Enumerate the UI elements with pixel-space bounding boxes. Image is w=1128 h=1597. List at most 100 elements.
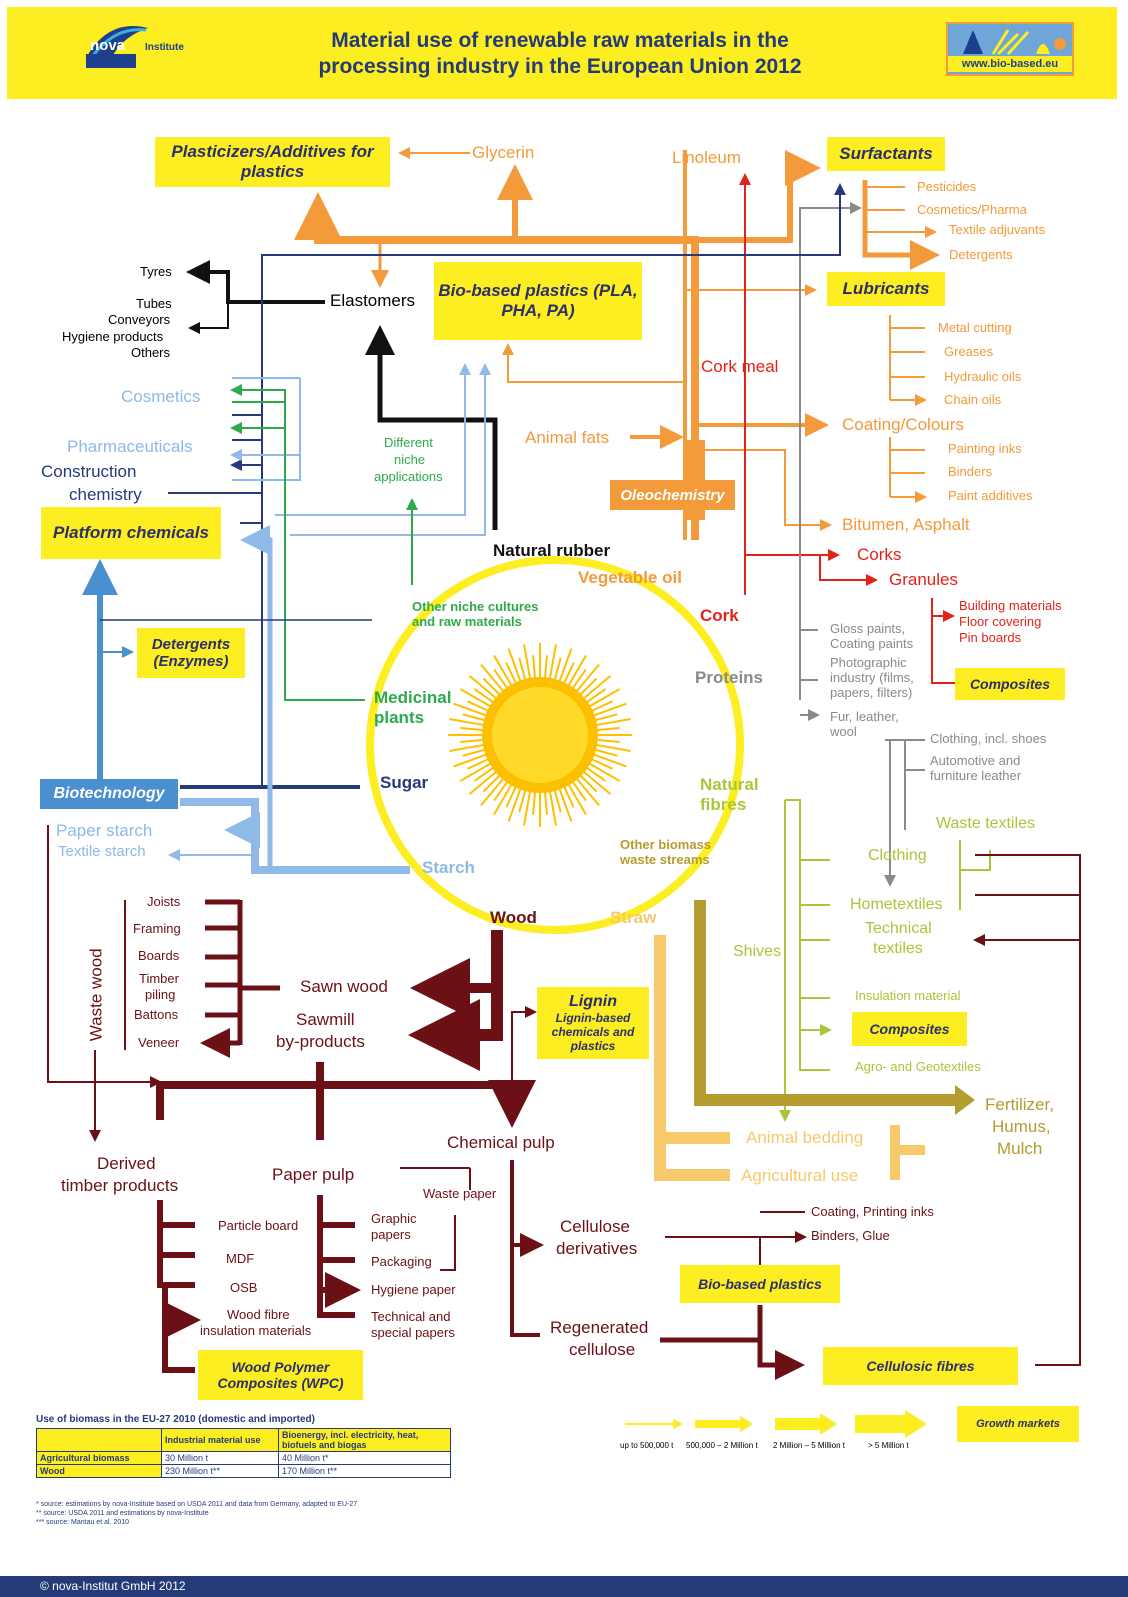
legend-arrows xyxy=(625,1410,927,1438)
box-oleochemistry[interactable]: Oleochemistry xyxy=(610,480,735,510)
label-mulch: Mulch xyxy=(997,1139,1043,1158)
box-composites-fibre[interactable]: Composites xyxy=(852,1012,967,1046)
label-metal-cutting: Metal cutting xyxy=(938,320,1012,335)
cell-agri-energy: 40 Million t* xyxy=(278,1451,451,1465)
box-wpc[interactable]: Wood Polymer Composites (WPC) xyxy=(198,1350,363,1400)
label-cosmetics: Cosmetics xyxy=(121,387,201,406)
label-wood-fibre: Wood fibre xyxy=(227,1307,290,1322)
label-battons: Battons xyxy=(134,1007,179,1022)
biobased-url[interactable]: www.bio-based.eu xyxy=(948,56,1072,72)
box-plasticizers[interactable]: Plasticizers/Additives for plastics xyxy=(155,137,390,187)
label-textile-starch: Textile starch xyxy=(58,843,146,860)
label-framing: Framing xyxy=(133,921,181,936)
title-line-2: processing industry in the European Unio… xyxy=(318,55,802,79)
label-clothing: Clothing xyxy=(868,847,927,864)
sun-ray xyxy=(505,662,518,686)
table-title: Use of biomass in the EU-27 2010 (domest… xyxy=(36,1414,315,1425)
label-paint-additives: Paint additives xyxy=(948,488,1033,503)
sun-ray xyxy=(507,648,523,684)
box-composites-cork[interactable]: Composites xyxy=(955,668,1065,700)
lignin-subtitle: Lignin-based chemicals and plastics xyxy=(551,1011,635,1053)
sun-ray xyxy=(493,654,514,688)
sun-ray xyxy=(593,718,631,727)
label-pharmaceuticals: Pharmaceuticals xyxy=(67,437,193,456)
center-medicinal-plants: Medicinal plants xyxy=(374,688,452,727)
label-timber: Timber xyxy=(139,971,179,986)
label-tyres: Tyres xyxy=(140,264,172,279)
label-paper-starch: Paper starch xyxy=(56,821,153,840)
label-textiles: textiles xyxy=(873,940,923,957)
box-platform-chemicals[interactable]: Platform chemicals xyxy=(41,507,221,559)
label-particle-board: Particle board xyxy=(218,1218,299,1233)
sun-ray xyxy=(453,702,489,718)
sun-ray xyxy=(460,727,486,732)
box-cellulosic-fibres[interactable]: Cellulosic fibres xyxy=(823,1347,1018,1385)
sun-ray xyxy=(449,743,487,752)
label-osb: OSB xyxy=(230,1280,258,1295)
center-other-niche: Other niche cultures and raw materials xyxy=(412,599,539,629)
label-mdf: MDF xyxy=(226,1251,255,1266)
box-growth-markets[interactable]: Growth markets xyxy=(957,1406,1079,1442)
sun-ray xyxy=(584,688,607,705)
sun-icon xyxy=(482,677,598,793)
label-clothing-shoes: Clothing, incl. shoes xyxy=(930,731,1047,746)
biobased-logo[interactable]: www.bio-based.eu xyxy=(946,22,1074,76)
sun-ray xyxy=(591,752,627,768)
label-waste-textiles: Waste textiles xyxy=(936,815,1035,832)
label-technical-and: Technical and xyxy=(371,1309,451,1324)
label-glycerin: Glycerin xyxy=(472,143,535,162)
box-biotechnology[interactable]: Biotechnology xyxy=(40,779,178,809)
box-biobased-plastics[interactable]: Bio-based plastics (PLA, PHA, PA) xyxy=(434,262,642,340)
label-papers: papers xyxy=(371,1227,411,1242)
label-detergents: Detergents xyxy=(949,247,1013,262)
cell-agri-material: 30 Million t xyxy=(161,1451,279,1465)
label-tubes: Tubes xyxy=(136,296,172,311)
sun-ray xyxy=(578,773,598,793)
footer-bar: © nova-Institut GmbH 2012 xyxy=(0,1576,1128,1597)
sun-ray xyxy=(594,738,620,743)
sun-ray xyxy=(594,727,620,732)
box-lubricants[interactable]: Lubricants xyxy=(827,272,945,306)
sun-ray xyxy=(518,657,527,683)
label-waste-paper: Waste paper xyxy=(423,1186,497,1201)
center-straw: Straw xyxy=(610,908,657,927)
logo-nova-text: nova xyxy=(90,37,126,54)
sun-ray xyxy=(468,675,499,701)
label-humus: Humus, xyxy=(992,1117,1051,1136)
box-lignin[interactable]: Lignin Lignin-based chemicals and plasti… xyxy=(537,987,649,1059)
label-paper-pulp: Paper pulp xyxy=(272,1165,355,1184)
label-greases: Greases xyxy=(944,344,994,359)
box-biobased-plastics-2[interactable]: Bio-based plastics xyxy=(680,1265,840,1303)
sun-ray xyxy=(557,786,573,822)
sun-ray xyxy=(462,713,488,722)
box-surfactants[interactable]: Surfactants xyxy=(827,137,945,171)
sun-ray xyxy=(591,702,627,718)
label-insulation-materials: insulation materials xyxy=(200,1323,312,1338)
label-fur-leather: Fur, leather, wool xyxy=(830,709,899,739)
label-technical: Technical xyxy=(865,920,932,937)
sun-ray xyxy=(460,738,486,743)
sun-ray xyxy=(592,713,618,722)
sun-ray xyxy=(574,663,600,694)
label-packaging: Packaging xyxy=(371,1254,432,1269)
sun-ray xyxy=(493,668,510,691)
legend-s4: > 5 Million t xyxy=(868,1441,909,1450)
sun-ray xyxy=(468,769,499,795)
label-floor-covering: Floor covering xyxy=(959,614,1042,629)
label-cork-meal: Cork meal xyxy=(701,357,779,376)
label-hygiene-products: Hygiene products xyxy=(62,329,164,344)
label-chain-oils: Chain oils xyxy=(944,392,1002,407)
sun-ray xyxy=(505,784,518,808)
label-boards: Boards xyxy=(138,948,180,963)
sun-ray xyxy=(523,788,532,826)
center-starch: Starch xyxy=(422,858,475,877)
sun-ray xyxy=(548,644,557,682)
label-binders: Binders xyxy=(948,464,993,479)
sun-ray xyxy=(543,655,548,681)
sun-ray xyxy=(589,700,613,713)
box-detergents-enzymes[interactable]: Detergents (Enzymes) xyxy=(137,628,245,678)
sun-ray xyxy=(453,752,489,768)
sun-ray xyxy=(480,663,506,694)
label-agricultural-use: Agricultural use xyxy=(741,1166,859,1185)
